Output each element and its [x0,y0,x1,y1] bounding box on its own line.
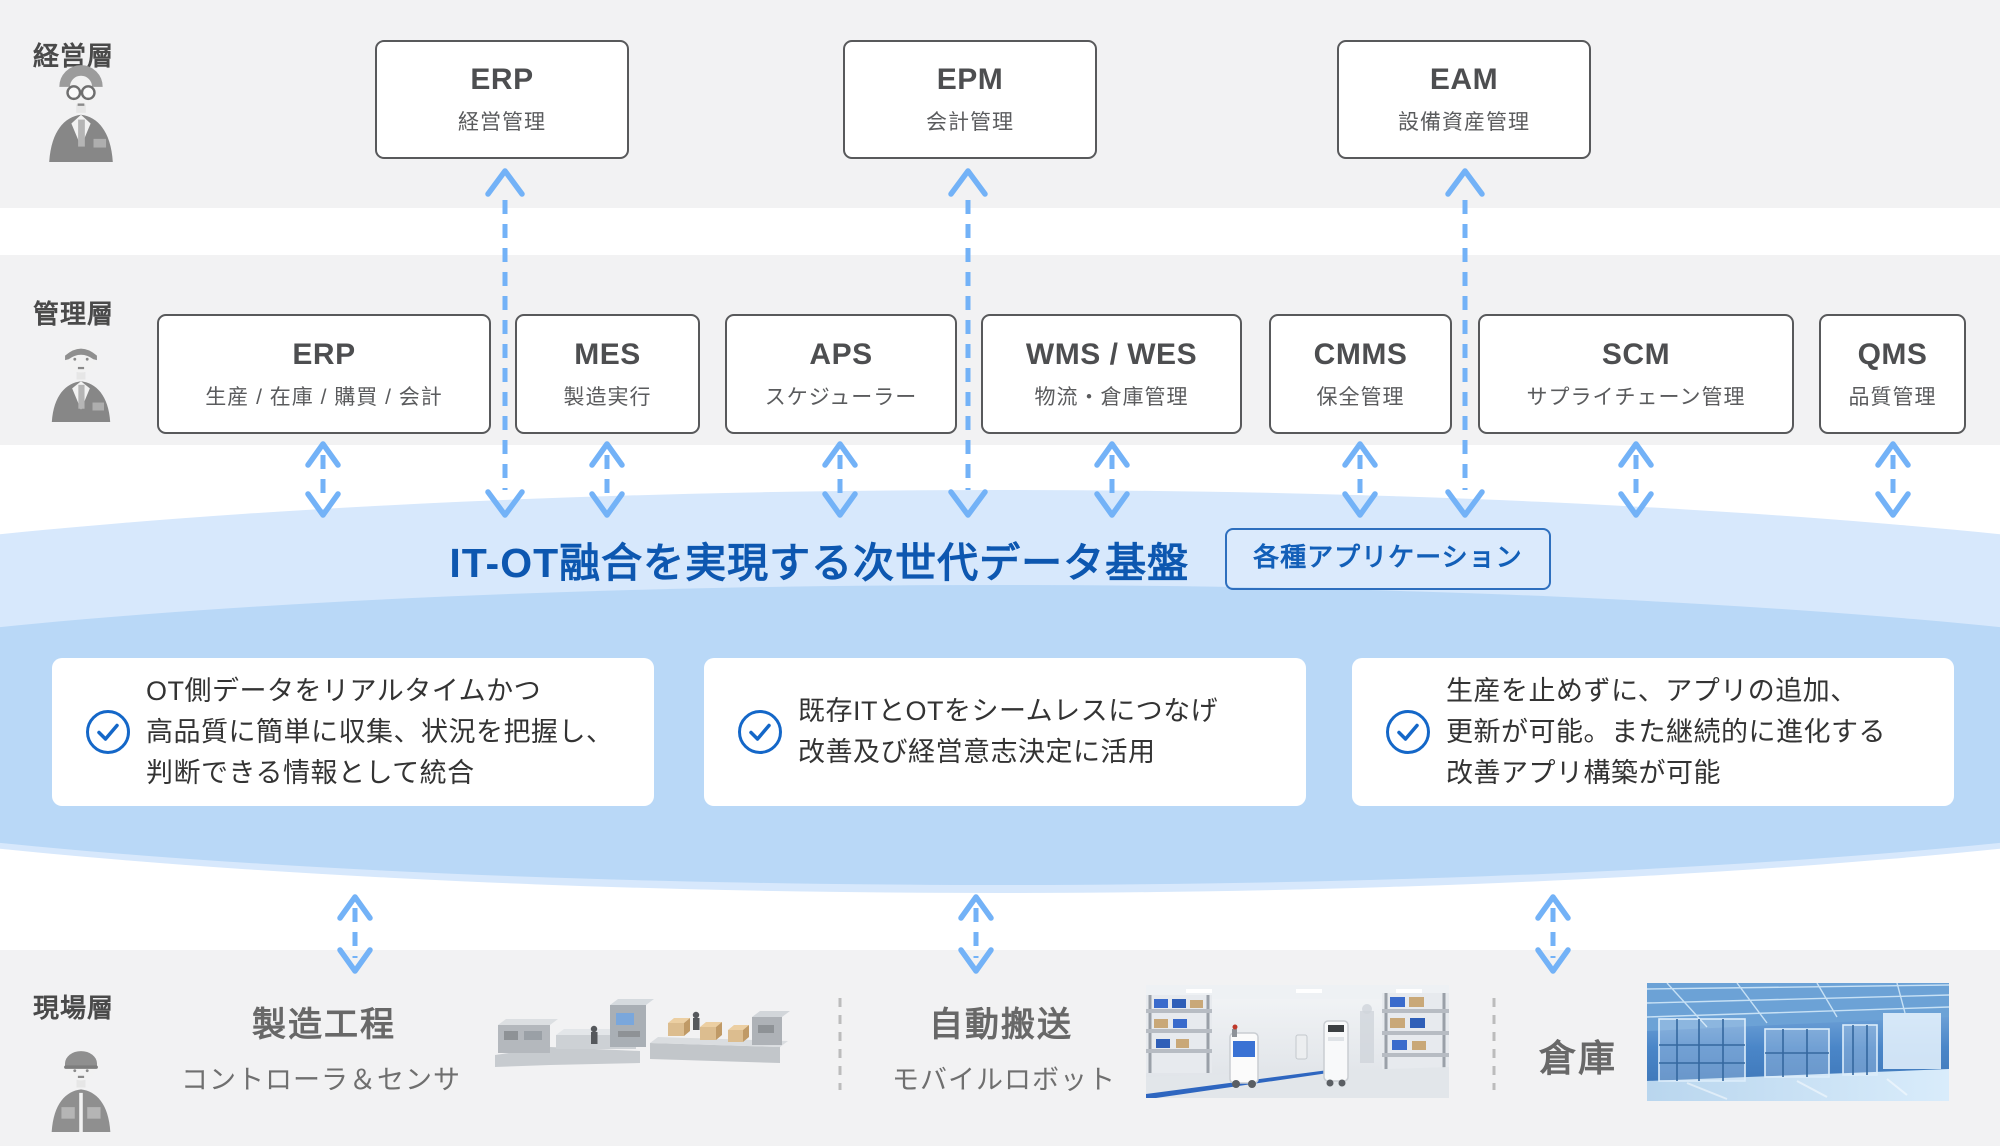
app-box-subtitle: 物流・倉庫管理 [1034,385,1189,409]
app-box-title: QMS [1857,337,1928,371]
app-box-eam: EAM 設備資産管理 [1337,40,1591,159]
app-box-title: ERP [292,337,356,371]
warehouse-title: 倉庫 [1539,1038,1617,1079]
app-box-mes: MES 製造実行 [515,314,700,434]
app-box-title: SCM [1601,337,1671,371]
feature-card-it-ot-connection: 既存ITとOTをシームレスにつなげ 改善及び経営意志決定に活用 [704,658,1306,806]
arrow-qms-platform [1875,441,1911,518]
app-box-erp-management: ERP 生産 / 在庫 / 購買 / 会計 [157,314,491,434]
arrow-scm-platform [1618,441,1654,518]
app-box-erp-executive: ERP 経営管理 [375,40,629,159]
feature-line: 判断できる情報として統合 [146,757,475,788]
feature-line: 改善アプリ構築が可能 [1446,757,1721,788]
feature-line: 高品質に簡単に収集、状況を把握し、 [146,716,614,747]
automated-transport-subtitle: モバイルロボット [892,1065,1116,1095]
executive-layer-label: 経営層 [33,41,115,71]
app-box-title: EPM [936,63,1004,96]
feature-card-app-evolution: 生産を止めずに、アプリの追加、 更新が可能。また継続的に進化する 改善アプリ構築… [1352,658,1954,806]
app-box-subtitle: 会計管理 [926,111,1014,134]
manufacturing-process-title: 製造工程 [252,1006,396,1044]
app-box-aps: APS スケジューラー [725,314,957,434]
check-circle-icon [736,708,784,756]
app-box-subtitle: 生産 / 在庫 / 購買 / 会計 [205,385,443,409]
arrow-erp-management-platform [305,441,341,518]
app-box-epm: EPM 会計管理 [843,40,1097,159]
platform-heading: IT-OT融合を実現する次世代データ基盤 各種アプリケーション [0,526,2000,592]
feature-text: 既存ITとOTをシームレスにつなげ 改善及び経営意志決定に活用 [798,691,1218,773]
app-box-subtitle: 設備資産管理 [1398,111,1530,134]
app-box-subtitle: 保全管理 [1316,385,1405,409]
app-box-title: EAM [1429,63,1499,96]
feature-card-data-collection: OT側データをリアルタイムかつ 高品質に簡単に収集、状況を把握し、 判断できる情… [52,658,654,806]
app-box-subtitle: 経営管理 [458,111,546,134]
feature-text: OT側データをリアルタイムかつ 高品質に簡単に収集、状況を把握し、 判断できる情… [146,671,614,794]
platform-title: IT-OT融合を実現する次世代データ基盤 [449,540,1190,586]
feature-line: 改善及び経営意志決定に活用 [798,737,1156,767]
app-box-subtitle: サプライチェーン管理 [1526,385,1746,409]
app-box-title: APS [809,337,873,371]
app-box-title: CMMS [1313,337,1408,371]
manager-person-icon [36,330,126,427]
automated-transport-title: 自動搬送 [929,1006,1073,1044]
check-circle-icon [84,708,132,756]
executive-person-icon [36,56,126,167]
app-box-subtitle: 品質管理 [1848,385,1937,409]
applications-badge: 各種アプリケーション [1225,528,1551,590]
app-box-title: ERP [470,63,534,96]
feature-text: 生産を止めずに、アプリの追加、 更新が可能。また継続的に進化する 改善アプリ構築… [1446,671,1886,794]
manufacturing-process-subtitle: コントローラ＆センサ [181,1065,461,1095]
check-circle-icon [1384,708,1432,756]
app-box-wms-wes: WMS / WES 物流・倉庫管理 [981,314,1242,434]
app-box-cmms: CMMS 保全管理 [1269,314,1452,434]
mobile-robot-image [1146,985,1449,1098]
feature-line: OT側データをリアルタイムかつ [146,675,542,706]
worker-person-icon [36,1036,126,1137]
field-layer-label: 現場層 [33,993,115,1023]
feature-line: 既存ITとOTをシームレスにつなげ [798,696,1219,726]
feature-line: 生産を止めずに、アプリの追加、 [1446,675,1858,706]
app-box-qms: QMS 品質管理 [1819,314,1966,434]
app-box-subtitle: スケジューラー [764,385,918,409]
production-line-image [490,985,790,1072]
app-box-scm: SCM サプライチェーン管理 [1478,314,1794,434]
app-box-title: MES [574,337,641,371]
warehouse-image [1647,983,1949,1101]
management-layer-label: 管理層 [33,299,115,329]
app-box-subtitle: 製造実行 [563,385,652,409]
app-box-title: WMS / WES [1025,337,1198,371]
feature-line: 更新が可能。また継続的に進化する [1446,716,1886,747]
